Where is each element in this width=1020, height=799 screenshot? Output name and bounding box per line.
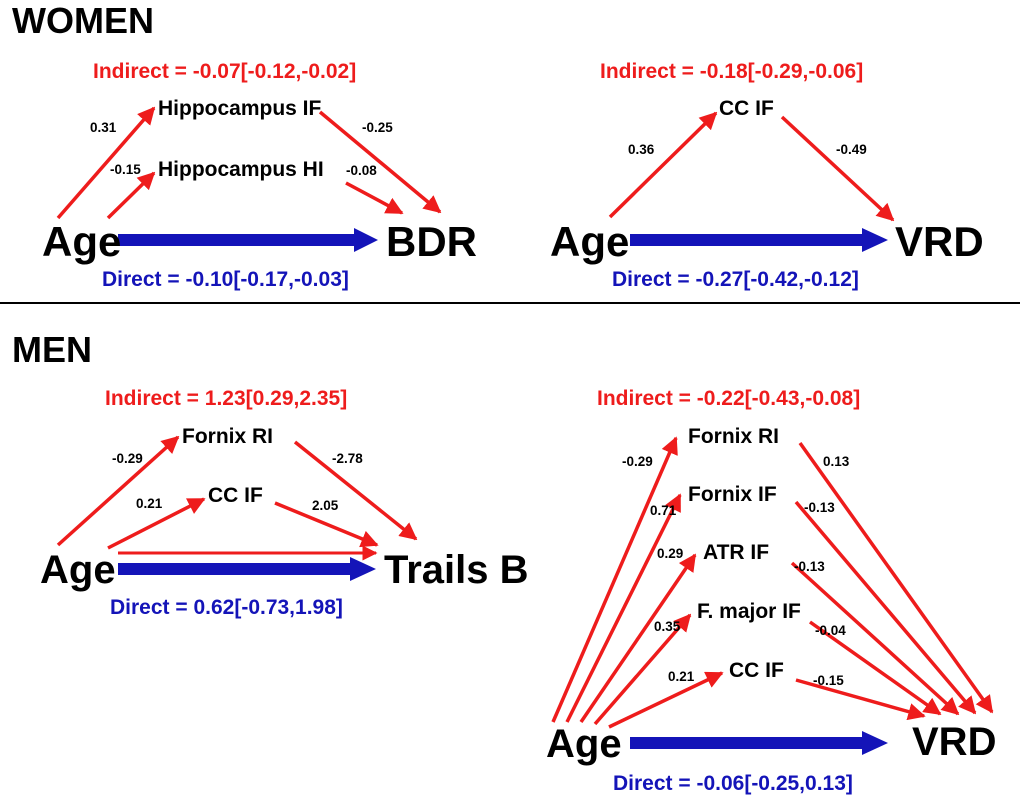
outcome-node-bdr: BDR (386, 218, 477, 265)
source-node-age: Age (42, 218, 121, 265)
a-path-arrow (608, 111, 718, 219)
a-path-arrow (56, 106, 156, 220)
indirect-effect-label: Indirect = -0.18[-0.29,-0.06] (600, 60, 863, 83)
b-path-arrow (318, 110, 442, 214)
direct-path-head (350, 557, 376, 581)
source-node-age: Age (550, 218, 629, 265)
a-coefficient: -0.29 (622, 454, 653, 469)
b-coefficient: -0.13 (804, 500, 835, 515)
men-section-title: MEN (12, 329, 92, 370)
direct-path-head (862, 731, 888, 755)
a-path-arrow (107, 497, 206, 550)
b-path-arrow (293, 440, 418, 541)
b-coefficient: -0.04 (815, 623, 846, 638)
mediator-atr-if: ATR IF (703, 541, 769, 564)
b-path-arrow (345, 181, 404, 215)
mediator-cc-if: CC IF (729, 659, 784, 682)
indirect-effect-label: Indirect = -0.07[-0.12,-0.02] (93, 60, 356, 83)
direct-path-shaft (630, 737, 866, 749)
b-coefficient: -0.25 (362, 120, 393, 135)
panel-women-vrd: Indirect = -0.18[-0.29,-0.06] CC IF 0.36… (550, 60, 984, 291)
b-coefficient: -0.15 (813, 673, 844, 688)
b-coefficient: 2.05 (312, 498, 339, 513)
indirect-effect-label: Indirect = 1.23[0.29,2.35] (105, 387, 347, 410)
a-path-arrow (551, 436, 678, 723)
panel-women-bdr: Indirect = -0.07[-0.12,-0.02] Hippocampu… (42, 60, 477, 291)
mediator-fornix-ri: Fornix RI (688, 425, 779, 448)
women-section-title: WOMEN (12, 0, 154, 41)
mediator-hippocampus-if: Hippocampus IF (158, 97, 322, 120)
a-coefficient: 0.36 (628, 142, 655, 157)
a-coefficient: 0.21 (136, 496, 163, 511)
b-coefficient: -0.13 (794, 559, 825, 574)
b-coefficient: -2.78 (332, 451, 363, 466)
mediator-fornix-ri: Fornix RI (182, 425, 273, 448)
a-coefficient: 0.29 (657, 546, 683, 561)
direct-effect-label: Direct = -0.27[-0.42,-0.12] (612, 268, 859, 291)
direct-path-shaft (118, 234, 358, 246)
panel-men-trails-b: Indirect = 1.23[0.29,2.35] Fornix RI CC … (40, 387, 529, 619)
b-path-arrow (794, 500, 977, 715)
a-path-arrow (593, 613, 692, 726)
a-path-arrow (106, 171, 156, 220)
mediator-cc-if: CC IF (208, 484, 263, 507)
direct-effect-label: Direct = -0.06[-0.25,0.13] (613, 772, 853, 795)
a-path-arrow (565, 493, 682, 723)
outcome-node-vrd: VRD (912, 720, 996, 764)
b-coefficient: -0.49 (836, 142, 867, 157)
direct-effect-label: Direct = -0.10[-0.17,-0.03] (102, 268, 349, 291)
a-coefficient: -0.29 (112, 451, 143, 466)
direct-path-shaft (630, 234, 866, 246)
a-coefficient: -0.15 (110, 162, 141, 177)
b-path-arrow (790, 561, 960, 716)
panel-men-vrd: Indirect = -0.22[-0.43,-0.08] Fornix RI … (546, 387, 996, 795)
a-path-arrow (608, 671, 724, 729)
b-coefficient: -0.08 (346, 163, 377, 178)
mediator-f-major-if: F. major IF (697, 600, 801, 623)
a-coefficient: 0.21 (668, 669, 695, 684)
mediator-cc-if: CC IF (719, 97, 774, 120)
direct-effect-label: Direct = 0.62[-0.73,1.98] (110, 596, 343, 619)
indirect-effect-label: Indirect = -0.22[-0.43,-0.08] (597, 387, 860, 410)
direct-path-head (354, 228, 378, 252)
a-path-arrow (56, 435, 180, 547)
direct-path-head (862, 228, 888, 252)
a-coefficient: 0.35 (654, 619, 681, 634)
b-path-arrow (274, 501, 379, 548)
b-path-arrow (795, 678, 926, 721)
outcome-node-trails-b: Trails B (384, 548, 529, 592)
a-coefficient: 0.71 (650, 503, 677, 518)
direct-path-shaft (118, 563, 354, 575)
outcome-node-vrd: VRD (895, 218, 984, 265)
b-path-arrow (798, 441, 994, 714)
mediator-hippocampus-hi: Hippocampus HI (158, 158, 324, 181)
b-path-arrow (780, 115, 895, 222)
b-coefficient: 0.13 (823, 454, 850, 469)
mediator-fornix-if: Fornix IF (688, 483, 777, 506)
b-path-arrow (808, 620, 942, 716)
source-node-age: Age (40, 548, 116, 592)
source-node-age: Age (546, 722, 622, 766)
a-coefficient: 0.31 (90, 120, 117, 135)
a-path-arrow (579, 553, 697, 723)
